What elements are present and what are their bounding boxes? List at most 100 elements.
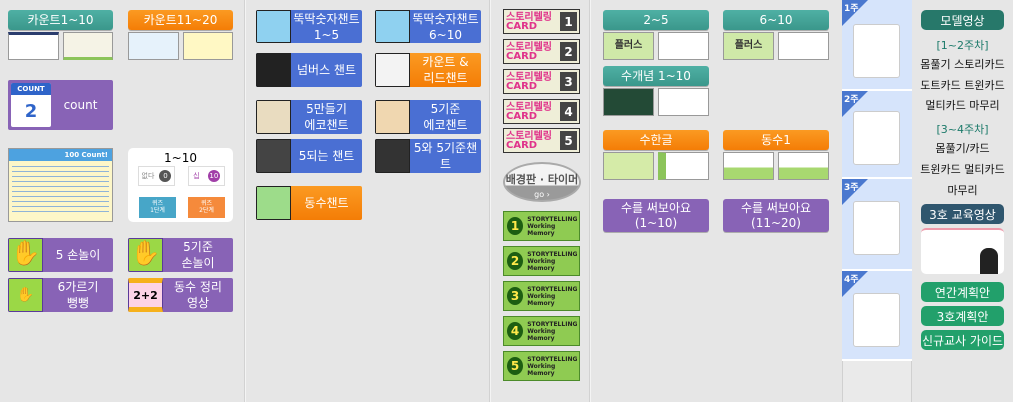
chant-1-5-button[interactable]: 뚝딱숫자챈트 1~5 — [256, 10, 362, 43]
count-11-20-thumb-1[interactable] — [128, 32, 179, 60]
make-5-echo-chant-button[interactable]: 5만들기 에코챈트 — [256, 100, 362, 134]
count-11-20-thumb-2[interactable] — [183, 32, 233, 60]
go-label: go › — [534, 190, 550, 199]
week-badge — [842, 271, 868, 297]
quiz-thumb[interactable] — [658, 32, 709, 60]
week-thumb — [853, 293, 900, 347]
hangul-thumb-1[interactable] — [603, 152, 654, 180]
chalkboard-thumb[interactable] — [603, 88, 654, 116]
write-numbers-1-10-button[interactable]: 수를 써보아요 (1~10) — [603, 199, 709, 232]
same-thumb-2[interactable] — [778, 152, 829, 180]
open-hand-icon — [256, 139, 291, 173]
model-video-button[interactable]: 모델영상 — [921, 10, 1004, 30]
card-logo: 스토리텔링 CARD — [506, 41, 552, 62]
label: 뚝딱숫자챈트 6~10 — [412, 11, 479, 42]
write-numbers-11-20-button[interactable]: 수를 써보아요 (11~20) — [723, 199, 829, 232]
link-line[interactable]: 몸풀기/카드 — [935, 142, 990, 155]
count-button[interactable]: COUNT 2 count — [8, 80, 113, 130]
same-number-chant-button[interactable]: 동수챈트 — [256, 186, 362, 220]
number-concept-button[interactable]: 수개념 1~10 — [603, 66, 709, 86]
background-timer-button[interactable]: 배경판 · 타이머 go › — [503, 162, 581, 202]
week-thumb — [853, 201, 900, 255]
week-label: 1주 — [844, 4, 859, 14]
new-teacher-guide-button[interactable]: 신규교사 가이드 — [921, 330, 1004, 350]
base-5-echo-chant-button[interactable]: 5기준 에코챈트 — [375, 100, 481, 134]
number-badge: 3 — [507, 287, 524, 305]
card-title: 1~10 — [164, 151, 197, 165]
week-3[interactable]: 3주 — [842, 179, 912, 271]
label: 6가르기 뻥뻥 — [57, 280, 99, 310]
quiz-thumb[interactable] — [778, 32, 829, 60]
plus-thumb[interactable]: 플러스 — [603, 32, 654, 60]
label: 5기준 에코챈트 — [423, 102, 468, 132]
story-sub: Working Memory — [527, 362, 556, 377]
range-2-5-button[interactable]: 2~5 — [603, 10, 709, 30]
count-1-10-thumb-1[interactable] — [8, 32, 59, 60]
quiz-1-button[interactable]: 퀴즈 1단계 — [139, 197, 176, 218]
label: 뚝딱숫자챈트 1~5 — [293, 11, 360, 42]
plus-thumb[interactable]: 플러스 — [723, 32, 774, 60]
link-line[interactable]: 몸풀기 스토리카드 — [920, 58, 1005, 71]
count-11-20-button[interactable]: 카운트11~20 — [128, 10, 233, 30]
hands-icon — [375, 10, 410, 43]
plan-3-button[interactable]: 3호계획안 — [921, 306, 1004, 326]
label: 넘버스 챈트 — [296, 63, 356, 77]
education-video-thumb[interactable] — [921, 228, 1004, 274]
card-number: 4 — [560, 102, 577, 121]
count-read-chant-button[interactable]: 카운트 & 리드챈트 — [375, 53, 481, 87]
number-grid-thumb[interactable] — [658, 88, 709, 116]
split-6-button[interactable]: ✋✋ 6가르기 뻥뻥 — [8, 278, 113, 312]
label: 5기준 손놀이 — [181, 240, 215, 270]
week-2[interactable]: 2주 — [842, 91, 912, 179]
number-hangul-button[interactable]: 수한글 — [603, 130, 709, 150]
label: 5와 5기준챈트 — [413, 141, 478, 171]
numbers-chant-button[interactable]: 넘버스 챈트 — [256, 53, 362, 87]
link-line[interactable]: 마무리 — [947, 184, 978, 197]
story-sub: Working Memory — [527, 257, 556, 272]
week-1[interactable]: 1주 — [842, 0, 912, 91]
story-title: STORYTELLING — [527, 215, 578, 223]
child-icon — [256, 186, 291, 220]
gloves-icon: ✋✋ — [8, 278, 43, 312]
divider — [589, 0, 591, 402]
2-plus-2-icon: 2+2 — [128, 278, 163, 312]
label: 5만들기 에코챈트 — [304, 102, 349, 132]
label: 5되는 챈트 — [298, 149, 355, 163]
annual-plan-button[interactable]: 연간계획안 — [921, 282, 1004, 302]
week-4[interactable]: 4주 — [842, 271, 912, 361]
100-count-board[interactable]: 100 Count! — [8, 148, 113, 222]
become-5-chant-button[interactable]: 5되는 챈트 — [256, 139, 362, 173]
count-label: count — [63, 98, 98, 112]
chant-6-10-button[interactable]: 뚝딱숫자챈트 6~10 — [375, 10, 481, 43]
hand-play-5-button[interactable]: ✋5 손놀이 — [8, 238, 113, 272]
hangul-thumb-2[interactable] — [658, 152, 709, 180]
week-label: 2주 — [844, 95, 859, 105]
range-6-10-button[interactable]: 6~10 — [723, 10, 829, 30]
count-1-10-button[interactable]: 카운트1~10 — [8, 10, 113, 30]
same-thumb-1[interactable] — [723, 152, 774, 180]
week-label: 3주 — [844, 183, 859, 193]
education-video-button[interactable]: 3호 교육영상 — [921, 204, 1004, 224]
divider — [244, 0, 246, 402]
link-line[interactable]: 트윈카드 멀티카드 — [920, 163, 1005, 176]
5-and-base-5-chant-button[interactable]: 5와 5기준챈트 — [375, 139, 481, 173]
quiz-2-button[interactable]: 퀴즈 2단계 — [188, 197, 225, 218]
link-line[interactable]: 도트카드 트윈카드 — [920, 79, 1005, 92]
same-number-1-button[interactable]: 동수1 — [723, 130, 829, 150]
hand-play-5-base-button[interactable]: ✋5기준 손놀이 — [128, 238, 233, 272]
dots-icon — [375, 100, 410, 134]
link-line[interactable]: 멀티카드 마무리 — [925, 99, 1000, 112]
count-1-10-thumb-2[interactable] — [63, 32, 113, 60]
